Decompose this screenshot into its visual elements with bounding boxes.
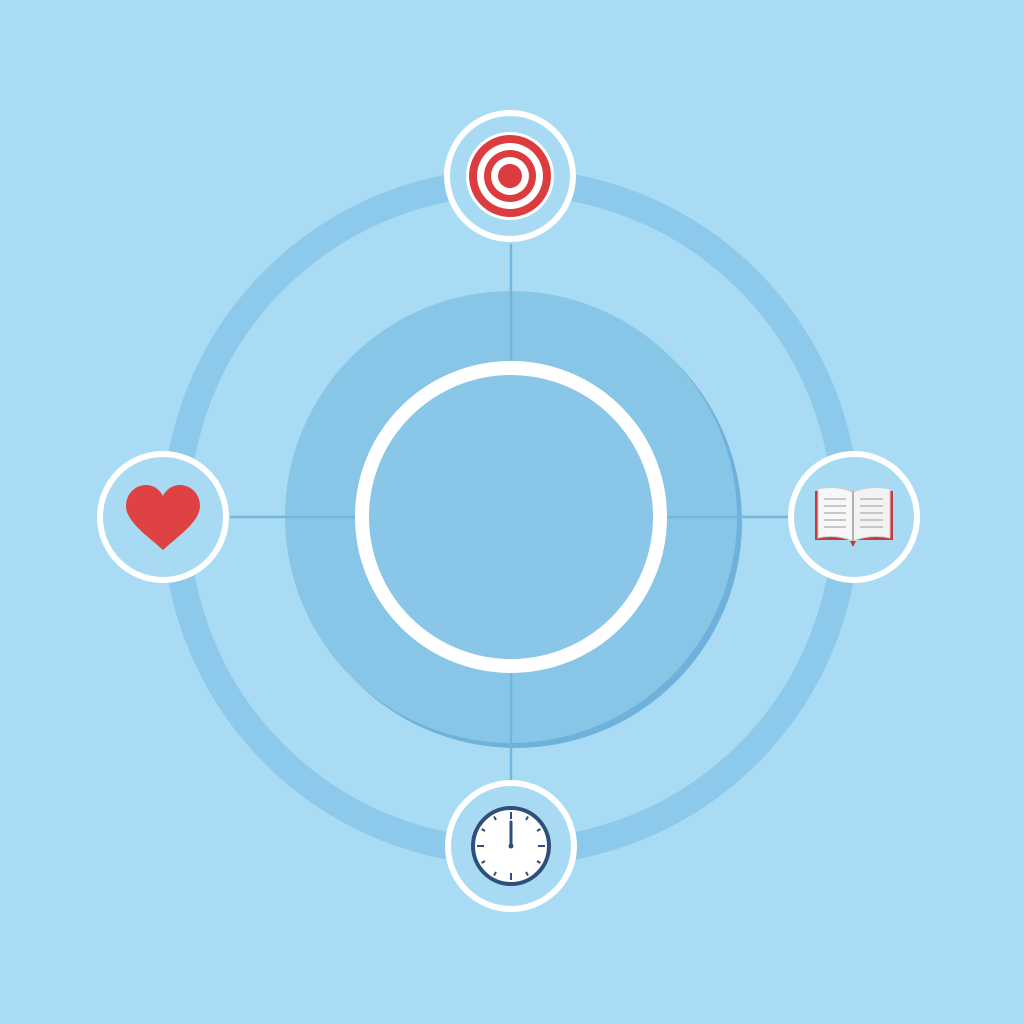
clock-tick: [536, 828, 541, 832]
clock-tick: [493, 816, 497, 821]
clock-tick: [481, 860, 486, 864]
open-book-icon: [815, 487, 893, 547]
target-icon: [466, 132, 554, 220]
center-circle: [355, 361, 667, 673]
node-left[interactable]: [97, 451, 229, 583]
node-bottom[interactable]: [445, 780, 577, 912]
clock-tick: [493, 871, 497, 876]
node-right[interactable]: [788, 451, 920, 583]
clock-tick: [536, 860, 541, 864]
heart-icon: [126, 485, 200, 550]
node-top[interactable]: [444, 110, 576, 242]
clock-tick: [525, 816, 529, 821]
clock-tick: [481, 828, 486, 832]
clock-tick: [525, 871, 529, 876]
clock-icon: [471, 806, 551, 886]
